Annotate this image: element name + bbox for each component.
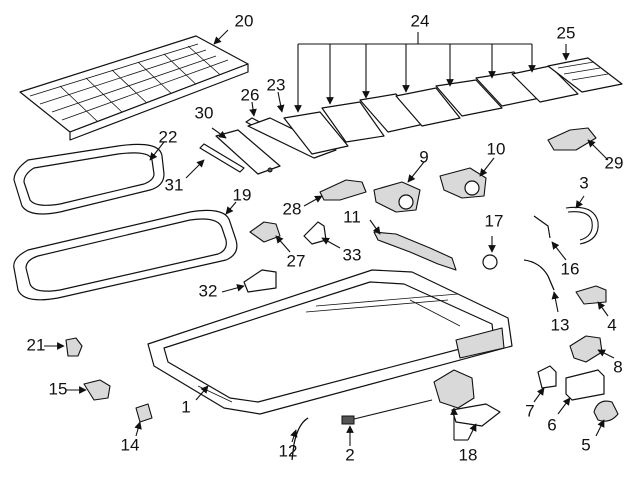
part-30-wind-deflector xyxy=(215,129,281,175)
callout-26: 26 xyxy=(241,85,260,104)
callout-8: 8 xyxy=(613,357,622,376)
part-28-bracket xyxy=(319,179,367,201)
callout-20: 20 xyxy=(235,11,254,30)
part-27-bracket xyxy=(249,221,281,243)
callout-30: 30 xyxy=(195,103,214,122)
part-16-drain-hose xyxy=(533,215,551,239)
callout-4: 4 xyxy=(607,315,616,334)
part-31-deflector-strip xyxy=(199,143,245,173)
leader-lines xyxy=(44,29,615,446)
part-11-rail-bracket xyxy=(373,231,457,271)
callout-7: 7 xyxy=(525,401,534,420)
part-29-bracket xyxy=(547,127,597,151)
callout-3: 3 xyxy=(579,173,588,192)
callout-19: 19 xyxy=(233,185,252,204)
part-12-drain-hose xyxy=(291,417,309,461)
callout-9: 9 xyxy=(419,147,428,166)
part-5-cover xyxy=(593,400,619,422)
part-17-grommet xyxy=(482,254,498,270)
part-8-bracket xyxy=(569,335,603,363)
callout-13: 13 xyxy=(551,315,570,334)
callout-6: 6 xyxy=(547,415,556,434)
callout-27: 27 xyxy=(287,251,306,270)
callout-25: 25 xyxy=(557,23,576,42)
callout-10: 10 xyxy=(487,139,506,158)
callout-18: 18 xyxy=(459,445,478,464)
part-18-motor-bracket xyxy=(433,369,501,427)
part-15-connector xyxy=(83,379,111,401)
callout-33: 33 xyxy=(343,245,362,264)
callout-17: 17 xyxy=(485,211,504,230)
part-3-drain-hose xyxy=(565,206,599,245)
callout-12: 12 xyxy=(279,441,298,460)
part-32-bracket xyxy=(243,269,277,293)
callout-1: 1 xyxy=(181,397,190,416)
part-2-cable xyxy=(341,399,433,425)
part-33-bracket xyxy=(303,221,327,245)
part-24-panel-set xyxy=(283,65,579,155)
callout-24: 24 xyxy=(411,11,430,30)
callout-32: 32 xyxy=(199,281,218,300)
part-25-panel xyxy=(547,57,623,93)
part-13-drain-hose xyxy=(523,259,555,291)
part-4-bracket xyxy=(575,285,607,305)
part-19-frame-seal xyxy=(13,209,238,301)
part-20-headliner xyxy=(19,35,249,141)
callout-31: 31 xyxy=(165,175,184,194)
part-22-glass-seal xyxy=(13,143,165,215)
part-14-clip xyxy=(135,403,153,423)
part-7-connector xyxy=(537,365,557,389)
callout-29: 29 xyxy=(605,153,624,172)
callout-21: 21 xyxy=(27,335,46,354)
part-10-motor xyxy=(439,167,487,199)
part-9-motor xyxy=(373,181,421,213)
part-21-clip xyxy=(65,337,83,357)
callout-14: 14 xyxy=(121,435,140,454)
callout-15: 15 xyxy=(49,379,68,398)
part-1-sunroof-frame xyxy=(147,269,513,415)
callout-5: 5 xyxy=(581,435,590,454)
callout-2: 2 xyxy=(345,445,354,464)
callout-11: 11 xyxy=(343,207,361,226)
callout-23: 23 xyxy=(267,75,286,94)
callout-22: 22 xyxy=(159,127,178,146)
part-6-module xyxy=(565,369,605,401)
callout-labels: 1 2 3 4 5 6 7 8 9 10 11 12 13 14 15 16 1… xyxy=(27,11,624,464)
callout-16: 16 xyxy=(561,259,580,278)
callout-28: 28 xyxy=(283,199,302,218)
